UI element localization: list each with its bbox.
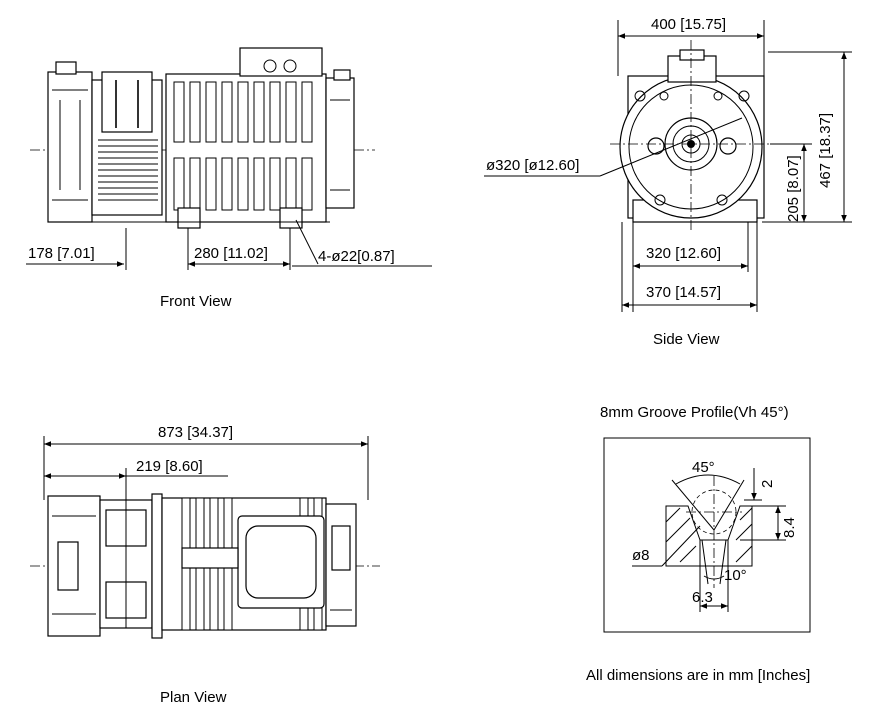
side-dim-width-top: 400 [15.75] <box>651 16 726 33</box>
plan-view-caption: Plan View <box>160 689 227 706</box>
front-view: 178 [7.01] 280 [11.02] 4-ø22[0.87] Front… <box>26 47 432 310</box>
front-view-caption: Front View <box>160 293 232 310</box>
side-view-caption: Side View <box>653 331 720 348</box>
groove-dim-depth-top: 2 <box>759 480 776 488</box>
front-dim-holes: 4-ø22[0.87] <box>318 248 395 265</box>
plan-dim-overall: 873 [34.37] <box>158 424 233 441</box>
side-dim-base-outer: 370 [14.57] <box>646 284 721 301</box>
front-dim-left: 178 [7.01] <box>28 245 95 262</box>
front-dim-mid: 280 [11.02] <box>194 245 268 262</box>
groove-title: 8mm Groove Profile(Vh 45°) <box>600 404 789 421</box>
groove-profile: 8mm Groove Profile(Vh 45°) 45° 2 8.4 ø8 <box>600 404 811 633</box>
groove-dim-width: 6.3 <box>692 589 713 606</box>
side-dim-diameter: ø320 [ø12.60] <box>486 157 579 174</box>
groove-angle-bottom: 10° <box>724 567 747 584</box>
plan-view: 873 [34.37] 219 [8.60] <box>30 424 380 706</box>
groove-angle-top: 45° <box>692 459 715 476</box>
side-dim-base-inner: 320 [12.60] <box>646 245 721 262</box>
side-dim-height-total: 467 [18.37] <box>817 113 834 188</box>
dimensions-note: All dimensions are in mm [Inches] <box>586 667 810 684</box>
side-dim-height-axis: 205 [8.07] <box>785 155 802 222</box>
groove-dim-diameter: ø8 <box>632 547 650 564</box>
side-view: 400 [15.75] 467 [18.37] 205 [8.07] ø320 … <box>484 16 852 348</box>
plan-dim-offset: 219 [8.60] <box>136 458 203 475</box>
groove-dim-depth: 8.4 <box>781 517 798 538</box>
